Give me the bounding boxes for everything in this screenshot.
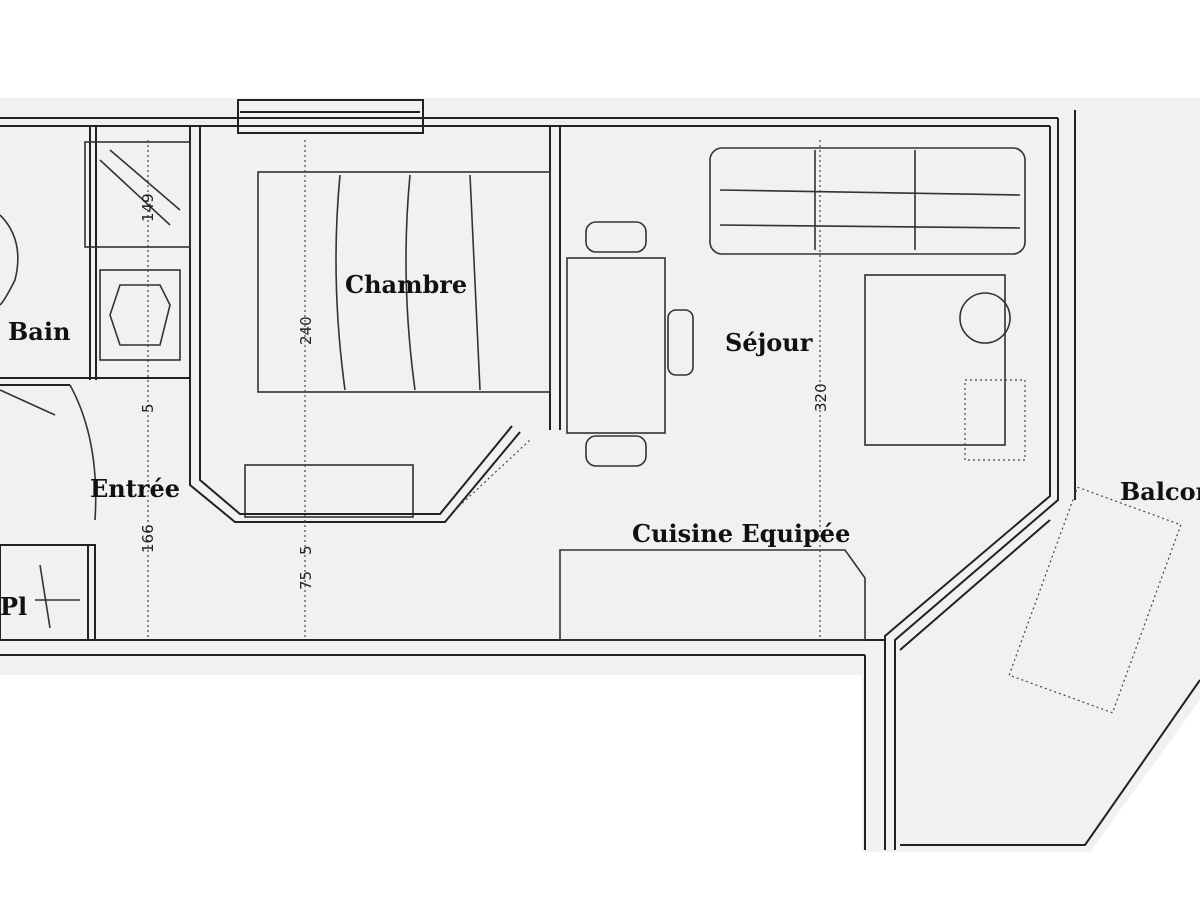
shower	[84, 141, 191, 248]
dim-chambre-depth: 240	[297, 316, 315, 345]
paper-balcony	[862, 98, 1200, 852]
label-entree: Entrée	[90, 474, 180, 503]
label-placard: Pl	[0, 592, 27, 621]
armchair	[964, 379, 1026, 461]
dim-shower: 149	[139, 193, 157, 222]
dim-sejour-depth: 320	[812, 383, 830, 412]
label-bain: Bain	[8, 317, 70, 346]
label-sejour: Séjour	[725, 328, 813, 357]
dining-table	[566, 257, 666, 434]
dim-passage: 75	[297, 571, 315, 590]
bathtub	[0, 214, 19, 306]
dim-passage-gap: 5	[297, 545, 315, 555]
dim-entree-depth: 166	[139, 524, 157, 553]
window-chambre	[237, 99, 424, 134]
washing-machine	[99, 269, 181, 361]
kitchen-counter	[559, 549, 866, 641]
paper-apartment	[0, 98, 1065, 675]
sofa	[709, 147, 1026, 255]
dimension-lines	[147, 140, 821, 640]
label-cuisine: Cuisine Equipée	[632, 519, 850, 548]
furniture	[0, 141, 1182, 714]
dim-entree-gap: 5	[139, 403, 157, 413]
bed	[257, 171, 551, 393]
label-chambre: Chambre	[345, 270, 467, 299]
sunbed	[1008, 486, 1182, 714]
rug	[864, 274, 1006, 446]
bench	[244, 464, 414, 518]
label-balcon: Balcon	[1120, 477, 1200, 506]
